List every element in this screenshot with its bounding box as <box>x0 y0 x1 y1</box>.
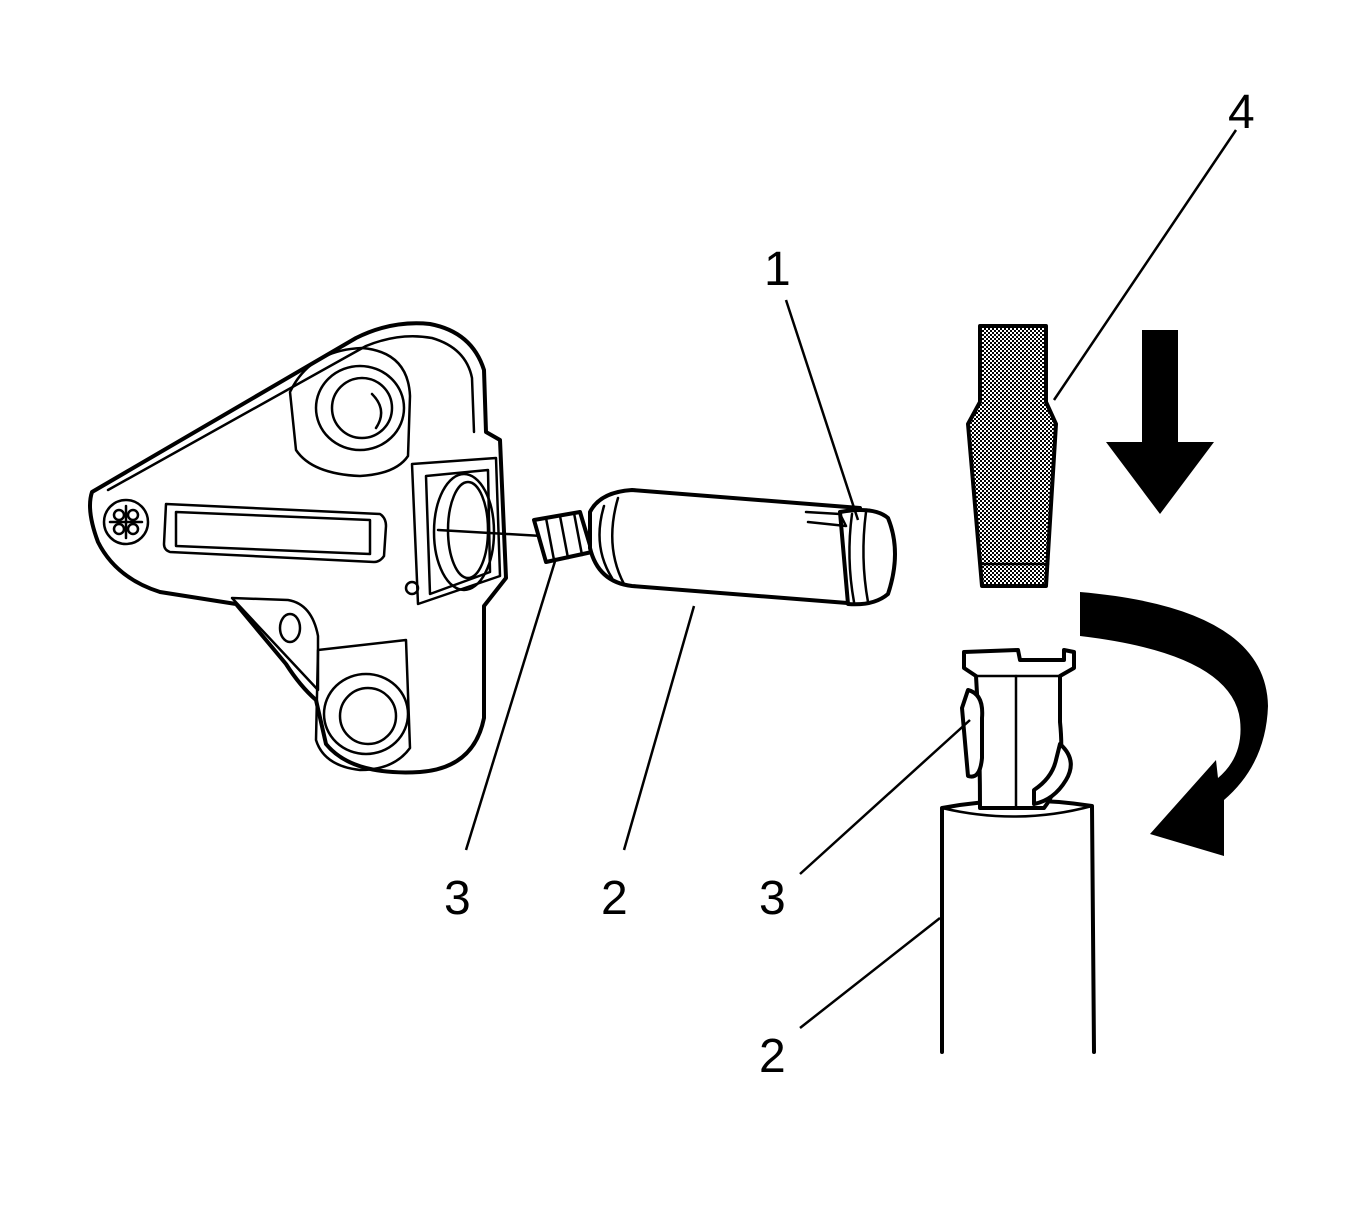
tensioner-plunger <box>436 488 897 607</box>
callout-2-right: 2 <box>759 1030 786 1083</box>
plunger-in-bore <box>940 648 1096 1054</box>
rotate-clockwise-icon <box>1080 592 1268 856</box>
callout-2-left: 2 <box>601 872 628 925</box>
callout-4: 4 <box>1228 86 1255 139</box>
tensioner-housing <box>88 321 508 775</box>
callout-1: 1 <box>764 243 791 296</box>
arrow-down-icon <box>1106 330 1214 514</box>
callout-3-right: 3 <box>759 872 786 925</box>
installer-tool <box>966 324 1058 588</box>
leader-lines <box>464 129 1238 1029</box>
callout-3-left: 3 <box>444 872 471 925</box>
